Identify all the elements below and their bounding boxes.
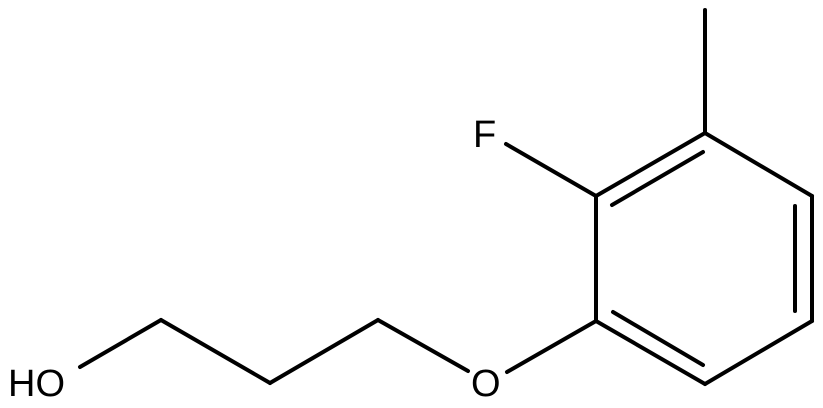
chain-bond-upper [159, 318, 272, 385]
ring-bond-c6-c1 [594, 319, 707, 386]
ring-bond-c2-c3 [594, 131, 707, 198]
ring-double-bond-c2-c3 [610, 150, 705, 207]
aryl-oxygen-bond [505, 319, 598, 374]
ring-bond-c3-c4 [703, 131, 814, 198]
chain-bond-middle [268, 318, 380, 385]
oxygen-ch2-bond [376, 318, 470, 373]
ring-bond-c5-c6 [703, 319, 814, 386]
ring-double-bond-c6-c1 [611, 310, 705, 367]
fluorine-label: F [473, 114, 496, 156]
ether-oxygen-label: O [471, 363, 501, 405]
hydroxyl-label: HO [8, 363, 65, 405]
ch2-hydroxyl-bond [78, 318, 163, 369]
fluorine-bond [504, 142, 598, 198]
